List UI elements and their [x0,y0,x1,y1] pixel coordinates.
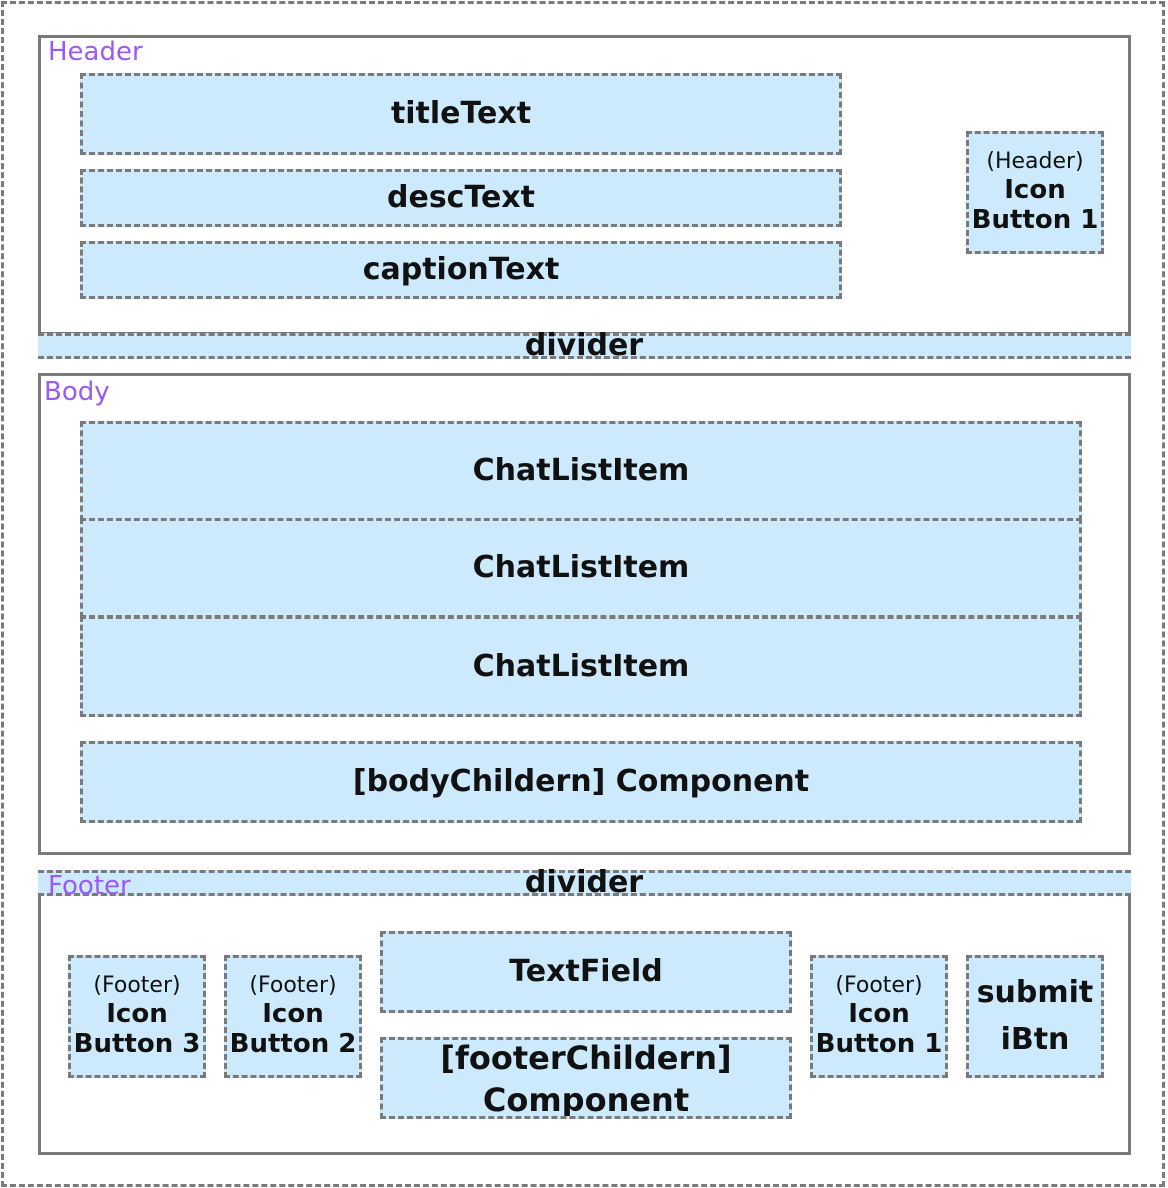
chat-list-item: ChatListItem [80,518,1082,618]
body-section [38,373,1131,855]
chat-list-item-label: ChatListItem [472,453,690,488]
chat-list-item: ChatListItem [80,421,1082,521]
header-icon-button-1-name: Icon Button 1 [971,174,1099,235]
footer-children-component-label: [footerChildern] Component [440,1039,732,1119]
footer-section-label: Footer [48,871,131,901]
body-section-label: Body [44,377,110,407]
text-field-label: TextField [509,954,663,989]
text-field[interactable]: TextField [380,931,792,1013]
footer-divider [38,870,1131,896]
title-text-label: titleText [390,96,532,131]
header-section-label: Header [48,37,143,67]
footer-children-component: [footerChildern] Component [380,1037,792,1119]
header-divider-label: divider [524,328,644,363]
title-text-box: titleText [80,73,842,155]
desc-text-label: descText [387,180,535,215]
caption-text-label: captionText [362,252,560,287]
header-icon-button-1[interactable]: (Header) Icon Button 1 [966,131,1104,254]
footer-icon-button-1[interactable]: (Footer) Icon Button 1 [810,955,948,1078]
chat-list-item-label: ChatListItem [472,550,690,585]
body-children-component-label: [bodyChildern] Component [352,764,810,799]
footer-icon-button-2-caption: (Footer) [249,973,337,999]
desc-text-box: descText [80,169,842,227]
footer-divider-label: divider [524,865,644,900]
footer-icon-button-1-name: Icon Button 1 [815,998,943,1059]
footer-icon-button-1-caption: (Footer) [835,973,923,999]
footer-icon-button-3-caption: (Footer) [93,973,181,999]
chat-list-item-label: ChatListItem [472,648,690,684]
chat-list-item: ChatListItem [80,616,1082,717]
body-children-component: [bodyChildern] Component [80,741,1082,823]
submit-button[interactable]: submit iBtn [966,955,1104,1078]
submit-button-label: submit iBtn [976,975,1094,1057]
header-icon-button-1-caption: (Header) [986,149,1084,175]
header-divider [38,333,1131,359]
caption-text-box: captionText [80,241,842,299]
footer-icon-button-3-name: Icon Button 3 [73,998,201,1059]
footer-icon-button-3[interactable]: (Footer) Icon Button 3 [68,955,206,1078]
footer-icon-button-2-name: Icon Button 2 [229,998,357,1059]
footer-icon-button-2[interactable]: (Footer) Icon Button 2 [224,955,362,1078]
